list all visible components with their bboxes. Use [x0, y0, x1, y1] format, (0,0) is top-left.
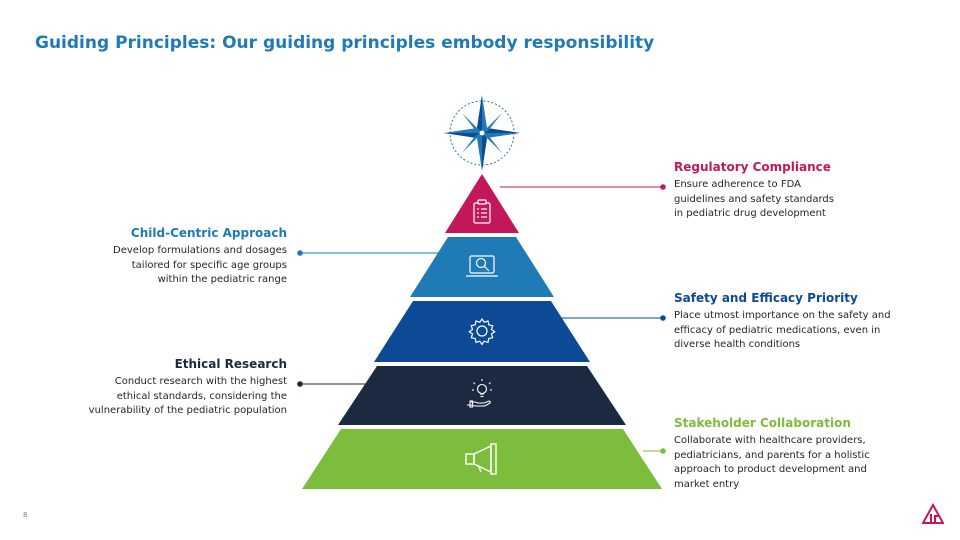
megaphone-icon: [465, 443, 497, 475]
principle-child-centric: Child-Centric Approach Develop formulati…: [60, 226, 287, 288]
principle-safety: Safety and Efficacy Priority Place utmos…: [674, 291, 891, 353]
description-line: diverse health conditions: [674, 339, 801, 350]
connector-child-centric: [297, 250, 454, 256]
description-line: pediatricians, and parents for a holisti…: [674, 449, 870, 461]
connector-ethical: [297, 381, 366, 387]
principle-stakeholder: Stakeholder Collaboration Collaborate wi…: [674, 416, 870, 492]
clipboard-checklist-icon: [473, 199, 491, 224]
principle-description: Ensure adherence to FDA guidelines and s…: [674, 178, 834, 222]
description-line: Collaborate with healthcare providers,: [674, 435, 866, 446]
description-line: within the pediatric range: [157, 274, 287, 285]
lightbulb-hand-icon: [467, 379, 492, 408]
description-line: Ensure adherence to FDA: [674, 179, 801, 190]
laptop-search-icon: [466, 255, 498, 277]
description-line: efficacy of pediatric medications, even …: [674, 324, 881, 336]
description-line: Develop formulations and dosages: [113, 245, 287, 256]
pyramid-tier-safety: [374, 301, 590, 362]
connector-regulatory: [500, 184, 666, 190]
gear-icon: [468, 317, 496, 346]
description-line: approach to product development and: [674, 464, 867, 475]
company-logo: [922, 503, 944, 524]
principle-heading: Regulatory Compliance: [674, 160, 831, 174]
connector-stakeholder: [643, 448, 666, 454]
principle-description: Conduct research with the highest ethica…: [40, 375, 287, 419]
description-line: market entry: [674, 478, 740, 490]
principle-heading: Safety and Efficacy Priority: [674, 291, 858, 305]
description-line: vulnerability of the pediatric populatio…: [88, 405, 287, 416]
pyramid-tier-stakeholder: [302, 429, 662, 489]
principle-heading: Child-Centric Approach: [130, 226, 287, 240]
description-line: guidelines and safety standards: [674, 193, 834, 205]
description-line: Place utmost importance on the safety an…: [674, 310, 891, 321]
description-line: tailored for specific age groups: [131, 259, 287, 271]
principle-ethical: Ethical Research Conduct research with t…: [40, 357, 287, 419]
description-line: ethical standards, considering the: [116, 390, 287, 402]
principle-heading: Stakeholder Collaboration: [674, 416, 851, 430]
slide-title: Guiding Principles: Our guiding principl…: [35, 33, 655, 53]
page-number: 8: [23, 511, 28, 519]
principle-regulatory: Regulatory Compliance Ensure adherence t…: [674, 160, 834, 222]
principle-heading: Ethical Research: [174, 357, 287, 371]
principle-description: Develop formulations and dosages tailore…: [60, 244, 287, 288]
compass-star-icon: [444, 95, 520, 171]
description-line: Conduct research with the highest: [114, 376, 287, 387]
connector-safety: [546, 315, 666, 321]
description-line: in pediatric drug development: [674, 208, 826, 219]
pyramid-tier-ethical: [338, 366, 626, 425]
principle-description: Place utmost importance on the safety an…: [674, 309, 891, 353]
principle-description: Collaborate with healthcare providers, p…: [674, 434, 870, 492]
